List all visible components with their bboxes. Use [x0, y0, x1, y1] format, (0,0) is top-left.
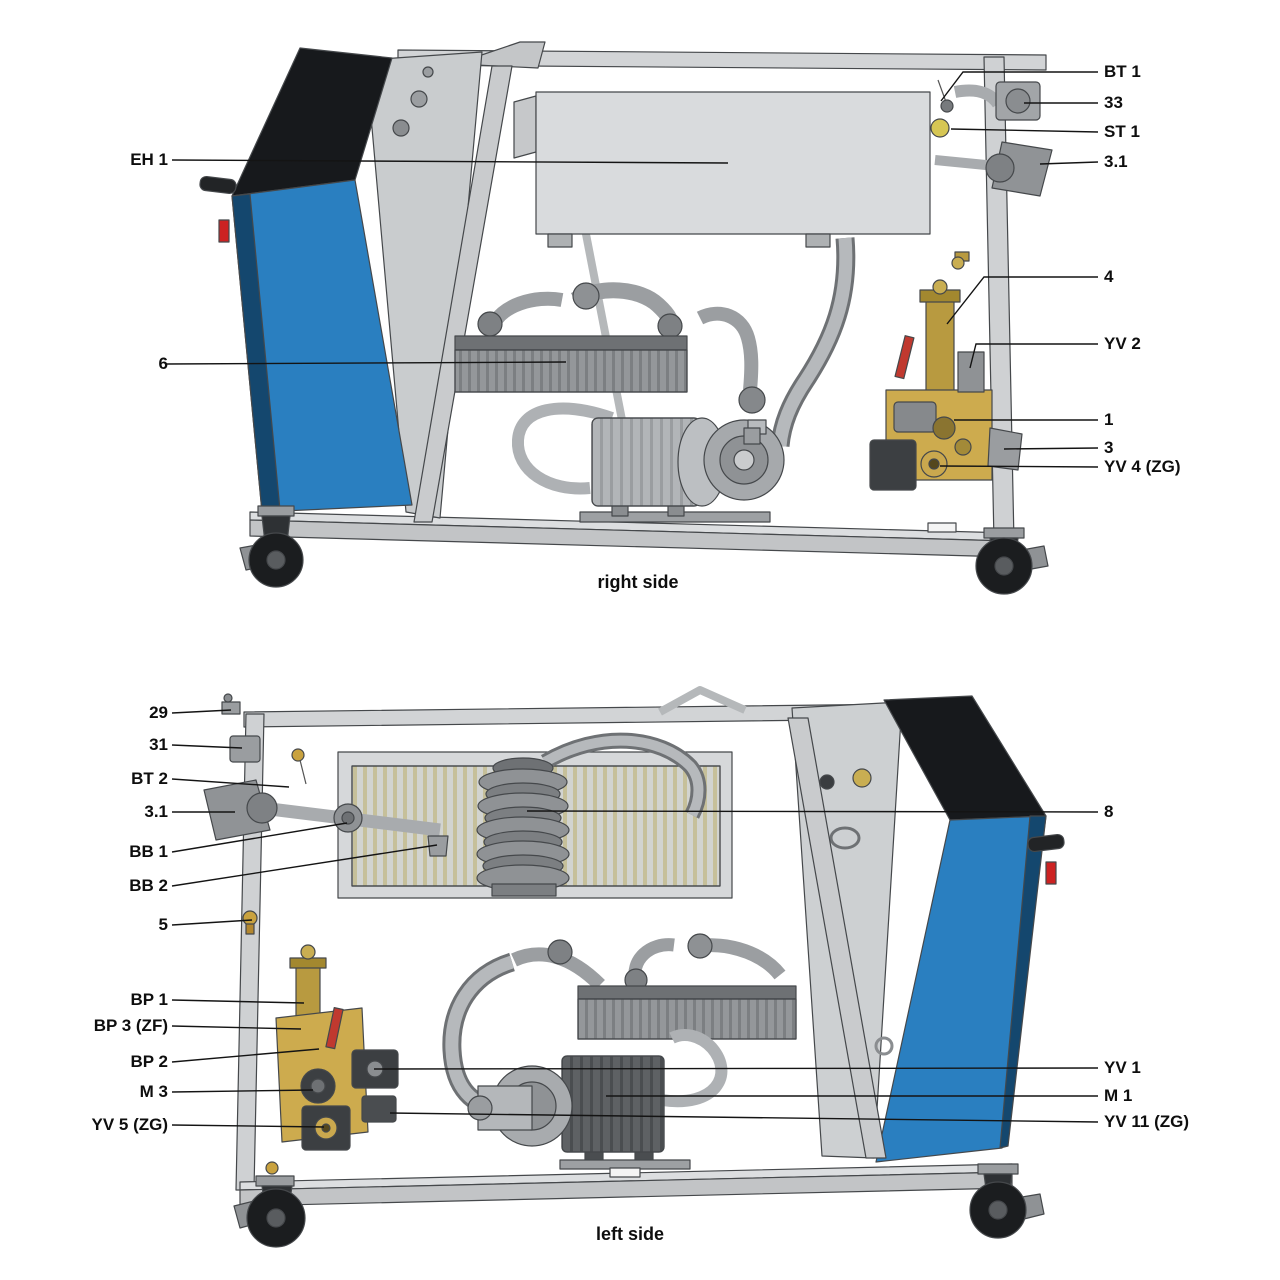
callout-3-1-left: 3.1 [144, 802, 168, 821]
callout-bp1: BP 1 [130, 990, 169, 1009]
callout-yv5: YV 5 (ZG) [91, 1115, 168, 1134]
left-side-machine [203, 686, 1065, 1248]
callout-4: 4 [1104, 267, 1114, 286]
callout-8: 8 [1104, 802, 1114, 821]
callout-yv2: YV 2 [1104, 334, 1141, 353]
callout-3: 3 [1104, 438, 1114, 457]
callout-1: 1 [1104, 410, 1114, 429]
leader-lines [165, 71, 1099, 1128]
callout-31: 31 [149, 735, 168, 754]
right-view-caption: right side [597, 572, 679, 592]
right-side-machine [199, 41, 1053, 595]
callout-yv1: YV 1 [1104, 1058, 1141, 1077]
callout-m1: M 1 [1104, 1086, 1133, 1105]
callout-st1: ST 1 [1104, 122, 1140, 141]
callout-yv11: YV 11 (ZG) [1104, 1112, 1190, 1131]
callout-6: 6 [158, 354, 168, 373]
callout-33: 33 [1104, 93, 1123, 112]
callout-bb1: BB 1 [129, 842, 168, 861]
callout-yv4: YV 4 (ZG) [1104, 457, 1181, 476]
callout-bp2: BP 2 [130, 1052, 169, 1071]
callout-5: 5 [158, 915, 168, 934]
callout-bt1: BT 1 [1104, 62, 1141, 81]
left-view-caption: left side [595, 1224, 665, 1244]
callout-29: 29 [149, 703, 168, 722]
callout-m3: M 3 [139, 1082, 168, 1101]
callout-bt2: BT 2 [131, 769, 168, 788]
callout-eh1: EH 1 [130, 150, 168, 169]
callout-bb2: BB 2 [129, 876, 168, 895]
callout-bp3: BP 3 (ZF) [93, 1016, 168, 1035]
callout-3-1-right: 3.1 [1104, 152, 1128, 171]
